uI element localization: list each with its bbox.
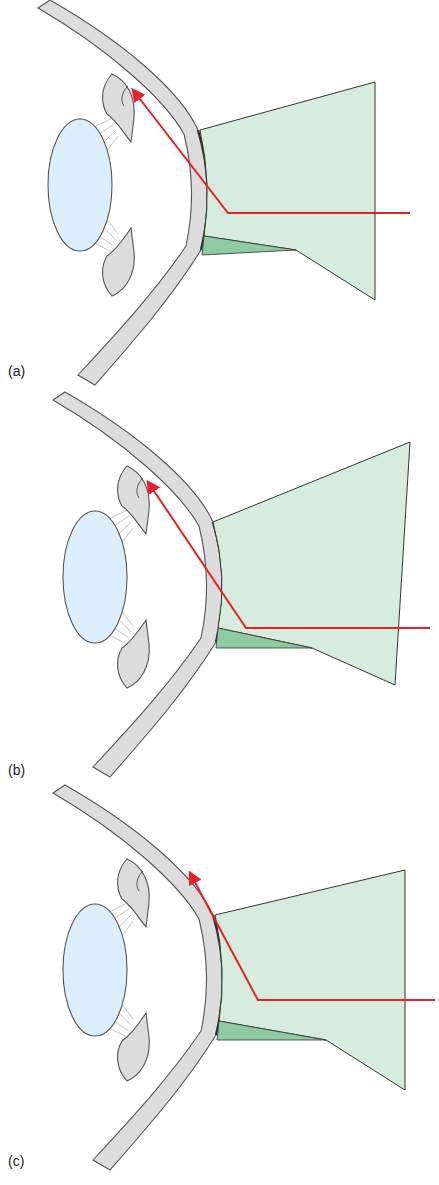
panel-letter: (b) bbox=[8, 762, 25, 779]
goniolens bbox=[215, 870, 405, 1090]
panel-a bbox=[38, 0, 410, 385]
light-ray bbox=[133, 90, 410, 213]
gonio-mirror bbox=[202, 236, 296, 255]
gonio-mirror bbox=[216, 628, 312, 648]
light-ray bbox=[190, 873, 435, 1000]
panel-c bbox=[53, 785, 435, 1170]
goniolens bbox=[213, 442, 410, 685]
eye-section bbox=[38, 0, 208, 385]
eye-section bbox=[53, 392, 223, 777]
panel-letter: (a) bbox=[8, 363, 25, 380]
light-ray bbox=[148, 482, 430, 628]
eye-section bbox=[53, 785, 223, 1170]
panel-b bbox=[53, 392, 430, 777]
gonio-mirror bbox=[217, 1021, 326, 1040]
goniolens bbox=[200, 82, 375, 300]
panel-letter: (c) bbox=[8, 1153, 24, 1170]
